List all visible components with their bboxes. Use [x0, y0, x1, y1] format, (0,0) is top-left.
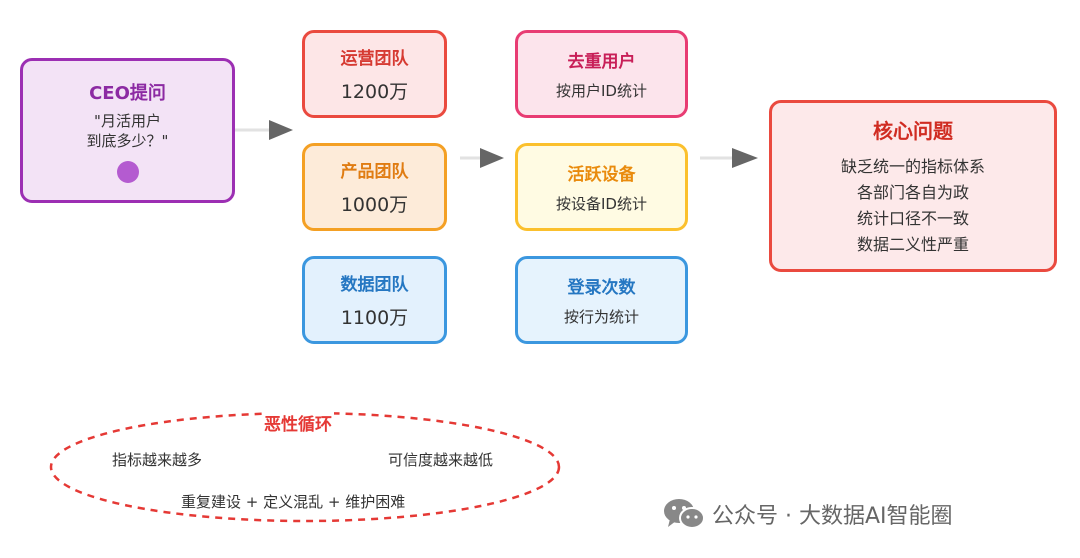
- definition-desc: 按行为统计: [563, 308, 639, 326]
- watermark-text: 公众号 · 大数据AI智能圈: [712, 504, 953, 529]
- core-line: 各部门各自为政: [856, 182, 969, 202]
- team-box-data: 数据团队 1100万: [302, 256, 447, 344]
- wechat-icon: [664, 499, 705, 529]
- definition-title: 去重用户: [567, 52, 636, 72]
- ceo-quote: "月活用户 到底多少？": [86, 111, 169, 150]
- core-line: 统计口径不一致: [856, 208, 969, 228]
- definition-title: 登录次数: [567, 278, 636, 298]
- arrow-icon: [460, 148, 504, 168]
- team-name: 数据团队: [340, 275, 409, 295]
- team-name: 产品团队: [340, 162, 409, 182]
- cycle-title: 恶性循环: [262, 410, 334, 435]
- cycle-text-left: 指标越来越多: [112, 451, 203, 469]
- core-title: 核心问题: [873, 118, 953, 143]
- definition-box-active-devices: 活跃设备 按设备ID统计: [515, 143, 688, 231]
- team-value: 1200万: [340, 81, 409, 103]
- vicious-cycle-ellipse: [49, 411, 561, 523]
- team-box-product: 产品团队 1000万: [302, 143, 447, 231]
- cycle-text-bottom: 重复建设 + 定义混乱 + 维护困难: [181, 493, 406, 511]
- definition-box-dedup-users: 去重用户 按用户ID统计: [515, 30, 688, 118]
- ceo-question-box: CEO提问 "月活用户 到底多少？": [20, 58, 235, 203]
- ceo-title: CEO提问: [89, 82, 166, 104]
- watermark: 公众号 · 大数据AI智能圈: [662, 497, 953, 531]
- definition-title: 活跃设备: [567, 165, 636, 185]
- core-line: 缺乏统一的指标体系: [840, 156, 985, 176]
- team-name: 运营团队: [340, 49, 409, 69]
- core-problem-box: 核心问题 缺乏统一的指标体系 各部门各自为政 统计口径不一致 数据二义性严重: [769, 100, 1057, 272]
- cycle-text-right: 可信度越来越低: [388, 451, 494, 469]
- definition-box-login-count: 登录次数 按行为统计: [515, 256, 688, 344]
- ceo-dot-icon: [116, 160, 139, 183]
- core-line: 数据二义性严重: [856, 234, 969, 254]
- definition-desc: 按用户ID统计: [556, 82, 647, 100]
- team-box-operations: 运营团队 1200万: [302, 30, 447, 118]
- team-value: 1100万: [340, 307, 409, 329]
- team-value: 1000万: [340, 194, 409, 216]
- definition-desc: 按设备ID统计: [556, 195, 647, 213]
- arrow-icon: [235, 120, 293, 140]
- arrow-icon: [700, 148, 758, 168]
